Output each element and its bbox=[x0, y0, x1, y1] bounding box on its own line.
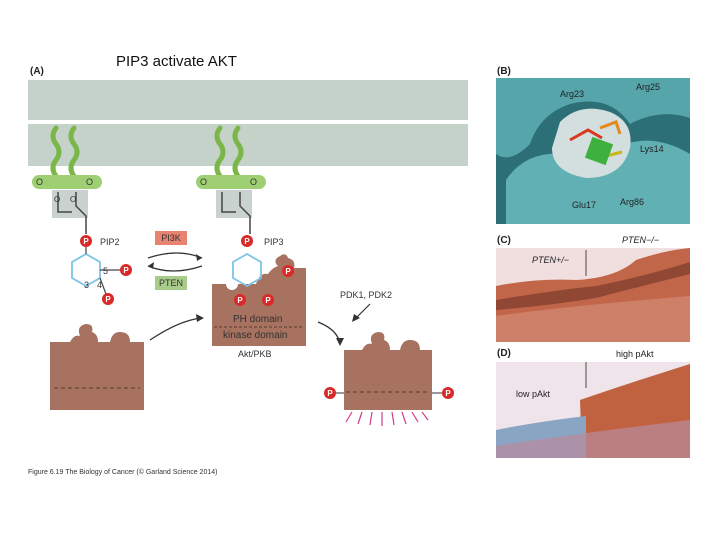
pip3-phosphate-5: P bbox=[285, 267, 291, 276]
pten-box bbox=[155, 276, 187, 290]
ring-pos-5: 5 bbox=[103, 266, 108, 276]
high-pakt-label: high pAkt bbox=[616, 349, 654, 359]
panel-b-label: (B) bbox=[497, 66, 511, 77]
pip2-phosphate-1: P bbox=[83, 237, 89, 246]
pip2-lipid: O O O O P P P 5 4 3 PIP2 bbox=[32, 125, 132, 305]
recruit-arrow bbox=[149, 317, 203, 341]
activity-rays bbox=[345, 411, 429, 426]
pip2-phosphate-5: P bbox=[123, 266, 129, 275]
pip2-oxygen-left: O bbox=[36, 177, 43, 187]
ring-pos-3: 3 bbox=[84, 280, 89, 290]
membrane-lower bbox=[28, 124, 468, 166]
pip2-oxygen-4: O bbox=[70, 195, 76, 204]
pip3-lipid: O O P PIP3 bbox=[196, 125, 284, 247]
residue-arg25: Arg25 bbox=[636, 82, 660, 92]
pten-label: PTEN bbox=[159, 278, 183, 288]
pip3-phosphate-4: P bbox=[265, 296, 271, 305]
pi3k-box bbox=[155, 231, 187, 245]
pten-het-label: PTEN+/− bbox=[532, 255, 569, 265]
pip3-oxygen-left: O bbox=[200, 177, 207, 187]
pi3k-arrow bbox=[147, 252, 203, 259]
pip2-oxygen-3: O bbox=[54, 195, 60, 204]
akt-pkb-label: Akt/PKB bbox=[238, 349, 272, 359]
page-title: PIP3 activate AKT bbox=[116, 53, 237, 70]
inactive-akt-protein bbox=[50, 324, 144, 410]
membrane-upper bbox=[28, 80, 468, 120]
low-pakt-label: low pAkt bbox=[516, 389, 551, 399]
active-akt-protein bbox=[344, 332, 432, 410]
pip2-label: PIP2 bbox=[100, 237, 120, 247]
akt-protein bbox=[212, 254, 306, 346]
residue-arg86: Arg86 bbox=[620, 197, 644, 207]
residue-lys14: Lys14 bbox=[640, 144, 664, 154]
pi3k-label: PI3K bbox=[161, 233, 181, 243]
pip2-oxygen-right: O bbox=[86, 177, 93, 187]
panel-a-label: (A) bbox=[30, 66, 44, 77]
pip2-phosphate-4: P bbox=[105, 295, 111, 304]
panel-d-label: (D) bbox=[497, 348, 511, 359]
pip3-phosphate-3: P bbox=[237, 296, 243, 305]
pip2-inositol-ring bbox=[71, 252, 101, 288]
kinase-domain-label: kinase domain bbox=[223, 330, 287, 341]
pip3-phosphate-1: P bbox=[244, 237, 250, 246]
akt-phosphate-left: P bbox=[327, 389, 333, 398]
residue-arg23: Arg23 bbox=[560, 89, 584, 99]
figure-caption: Figure 6.19 The Biology of Cancer (© Gar… bbox=[28, 468, 217, 476]
panel-c-label: (C) bbox=[497, 235, 511, 246]
pip3-inositol-ring bbox=[232, 252, 262, 288]
pten-arrow bbox=[147, 265, 203, 272]
ph-domain-label: PH domain bbox=[233, 314, 282, 325]
pten-null-label: PTEN−/− bbox=[622, 235, 659, 245]
pip3-label: PIP3 bbox=[264, 237, 284, 247]
pdk-label: PDK1, PDK2 bbox=[340, 290, 392, 300]
akt-phosphate-right: P bbox=[445, 389, 451, 398]
residue-glu17: Glu17 bbox=[572, 200, 596, 210]
activation-arrow bbox=[317, 321, 341, 345]
pip3-oxygen-right: O bbox=[250, 177, 257, 187]
ring-pos-4: 4 bbox=[97, 280, 102, 290]
